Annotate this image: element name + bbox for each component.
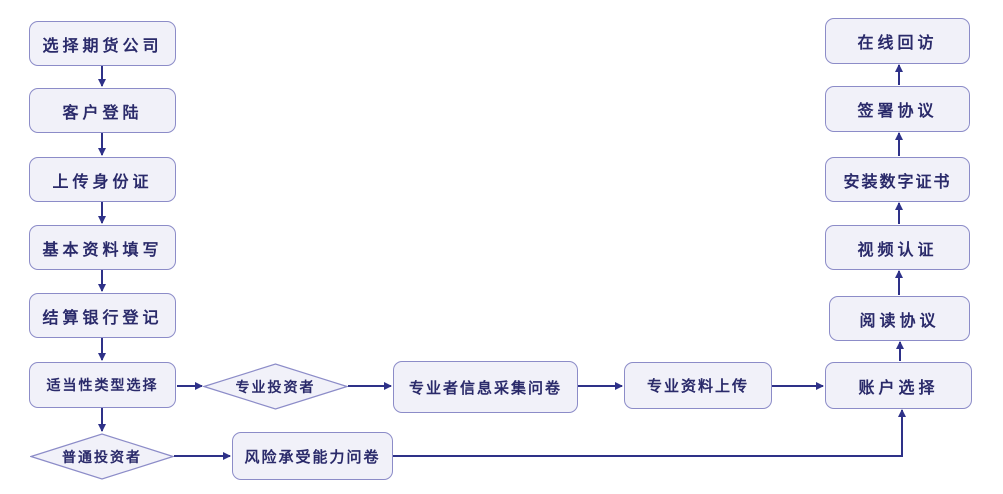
step-video-verify: 视频认证 [825,225,970,270]
step-install-certificate: 安装数字证书 [825,157,970,202]
step-select-company: 选择期货公司 [29,21,176,66]
step-sign-agreement: 签署协议 [825,86,970,132]
decision-ordinary-label: 普通投资者 [62,449,142,466]
arrow [393,409,906,457]
decision-ordinary: 普通投资者 [30,433,174,480]
step-suitability-type: 适当性类型选择 [29,362,176,408]
step-basic-info: 基本资料填写 [29,225,176,270]
step-login: 客户登陆 [29,88,176,133]
step-upload-id: 上传身份证 [29,157,176,202]
step-professional-questionnaire: 专业者信息采集问卷 [393,361,578,413]
step-account-select: 账户选择 [825,362,972,409]
step-online-callback: 在线回访 [825,18,970,64]
step-bank-register: 结算银行登记 [29,293,176,338]
step-professional-upload: 专业资料上传 [624,362,772,409]
step-read-agreement: 阅读协议 [829,296,970,341]
decision-professional-label: 专业投资者 [235,379,316,396]
step-risk-questionnaire: 风险承受能力问卷 [232,432,393,480]
decision-professional: 专业投资者 [203,363,348,410]
